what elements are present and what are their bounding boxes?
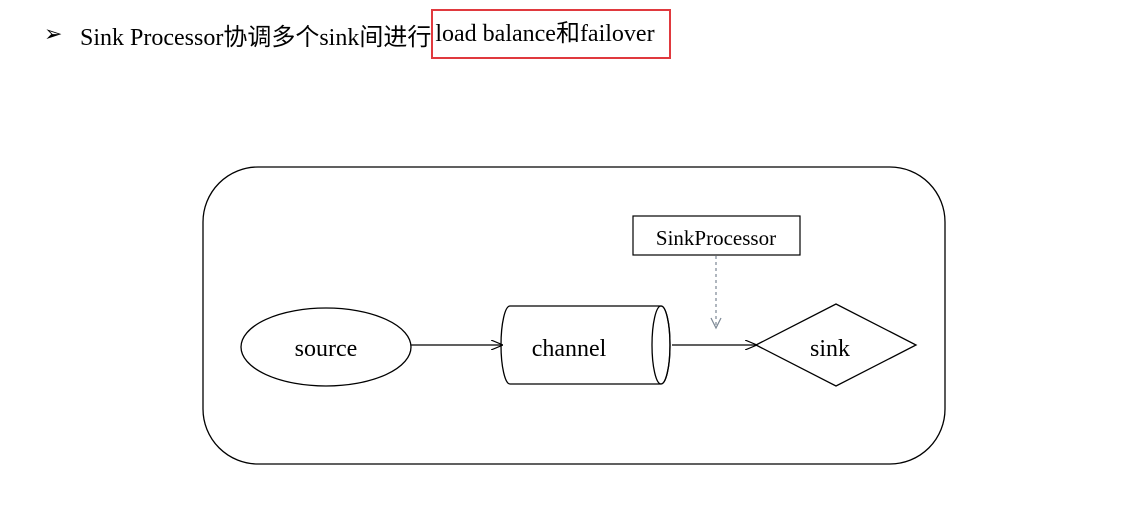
source-node-label: source — [295, 336, 358, 362]
bullet-line: ➢ Sink Processor协调多个sink间进行 load balance… — [44, 9, 671, 59]
channel-node-shape — [500, 305, 671, 385]
sink-processor-label: SinkProcessor — [656, 226, 776, 250]
dashed-arrow-head — [710, 317, 722, 330]
agent-container — [202, 166, 946, 465]
sink-node-label: sink — [810, 336, 850, 362]
bullet-arrow-icon: ➢ — [44, 21, 63, 46]
highlighted-phrase: load balance和failover — [431, 9, 671, 59]
source-node-shape — [240, 307, 412, 387]
sink-node-shape — [754, 303, 918, 387]
heading-text: Sink Processor协调多个sink间进行 — [80, 24, 432, 51]
channel-node-label: channel — [532, 336, 607, 362]
sink-processor-box — [632, 215, 801, 256]
